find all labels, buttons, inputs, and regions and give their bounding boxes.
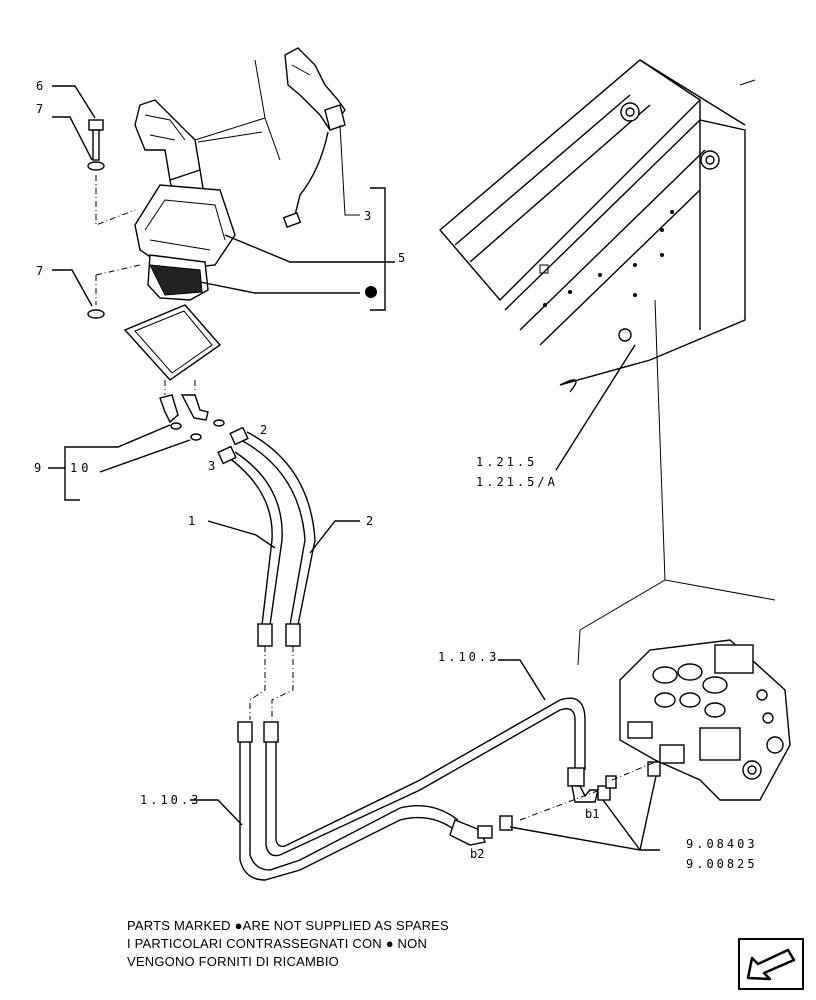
- spares-note: PARTS MARKED ●ARE NOT SUPPLIED AS SPARES…: [127, 917, 449, 971]
- ref-1-21-5-a: 1.21.5/A: [476, 475, 558, 489]
- callout-2: 2: [260, 423, 267, 437]
- ref-1-10-3: 1.10.3: [438, 650, 499, 664]
- callout-9: 9: [34, 461, 41, 475]
- callout-10: 10: [70, 461, 92, 475]
- callout-3: 3: [364, 209, 371, 223]
- bolt-and-washers: [87, 119, 141, 319]
- ref-9-08403: 9.08403: [686, 837, 758, 851]
- note-line-3: VENGONO FORNITI DI RICAMBIO: [127, 954, 339, 969]
- joystick-main: [134, 99, 236, 301]
- leader-1215: [555, 344, 636, 471]
- label-b1: b1: [585, 807, 599, 821]
- not-supplied-marker-icon: [365, 286, 377, 298]
- ref-1-21-5: 1.21.5: [476, 455, 537, 469]
- callout-5: 5: [398, 251, 405, 265]
- label-b2: b2: [470, 847, 484, 861]
- callout-7: 7: [36, 102, 43, 116]
- callout-7: 7: [36, 264, 43, 278]
- adapters: [499, 759, 661, 831]
- gasket: [123, 304, 222, 381]
- loader-arm: [439, 59, 756, 393]
- pipes: [237, 697, 599, 881]
- section-line: [654, 299, 776, 601]
- note-line-1: PARTS MARKED ●ARE NOT SUPPLIED AS SPARES: [127, 918, 449, 933]
- ref-9-00825: 9.00825: [686, 857, 758, 871]
- control-valve: [619, 639, 791, 801]
- note-line-2: I PARTICOLARI CONTRASSEGNATI CON ● NON: [127, 936, 428, 951]
- arrow-left-down-icon[interactable]: [738, 938, 804, 990]
- elbow-fittings: [159, 380, 225, 441]
- callout-2: 2: [366, 514, 373, 528]
- ref-1-10-3: 1.10.3: [140, 793, 201, 807]
- hoses: [217, 426, 316, 720]
- callout-1: 1: [188, 514, 195, 528]
- callout-3: 3: [208, 459, 215, 473]
- callout-6: 6: [36, 79, 43, 93]
- joystick-small: [282, 47, 346, 228]
